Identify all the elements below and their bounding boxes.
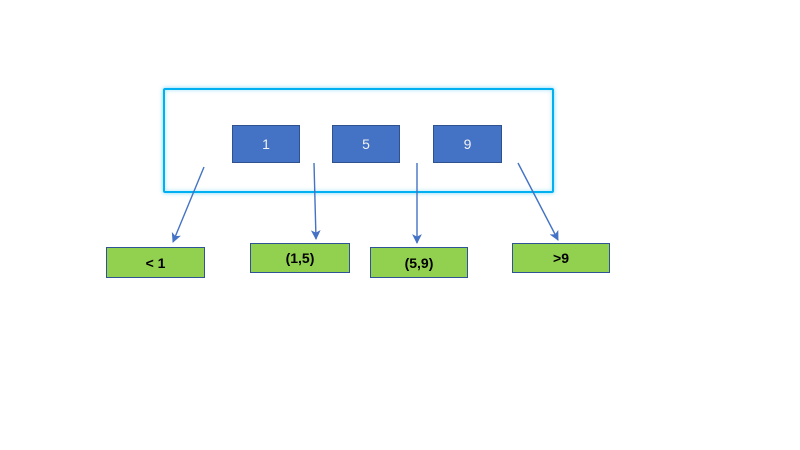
range-label: < 1 bbox=[145, 254, 166, 271]
range-box-1-5: (1,5) bbox=[250, 243, 350, 273]
btree-node-container bbox=[163, 88, 554, 193]
range-box-lt-1: < 1 bbox=[106, 247, 205, 278]
range-box-5-9: (5,9) bbox=[370, 247, 468, 278]
key-label: 5 bbox=[362, 136, 370, 152]
key-box-5: 5 bbox=[332, 125, 400, 163]
range-label: (5,9) bbox=[404, 254, 434, 271]
key-box-1: 1 bbox=[232, 125, 300, 163]
key-label: 9 bbox=[463, 136, 472, 152]
key-box-9: 9 bbox=[433, 125, 502, 163]
range-box-gt-9: >9 bbox=[512, 243, 610, 273]
range-label: (1,5) bbox=[285, 250, 315, 266]
range-label: >9 bbox=[553, 250, 569, 266]
key-label: 1 bbox=[262, 136, 270, 152]
